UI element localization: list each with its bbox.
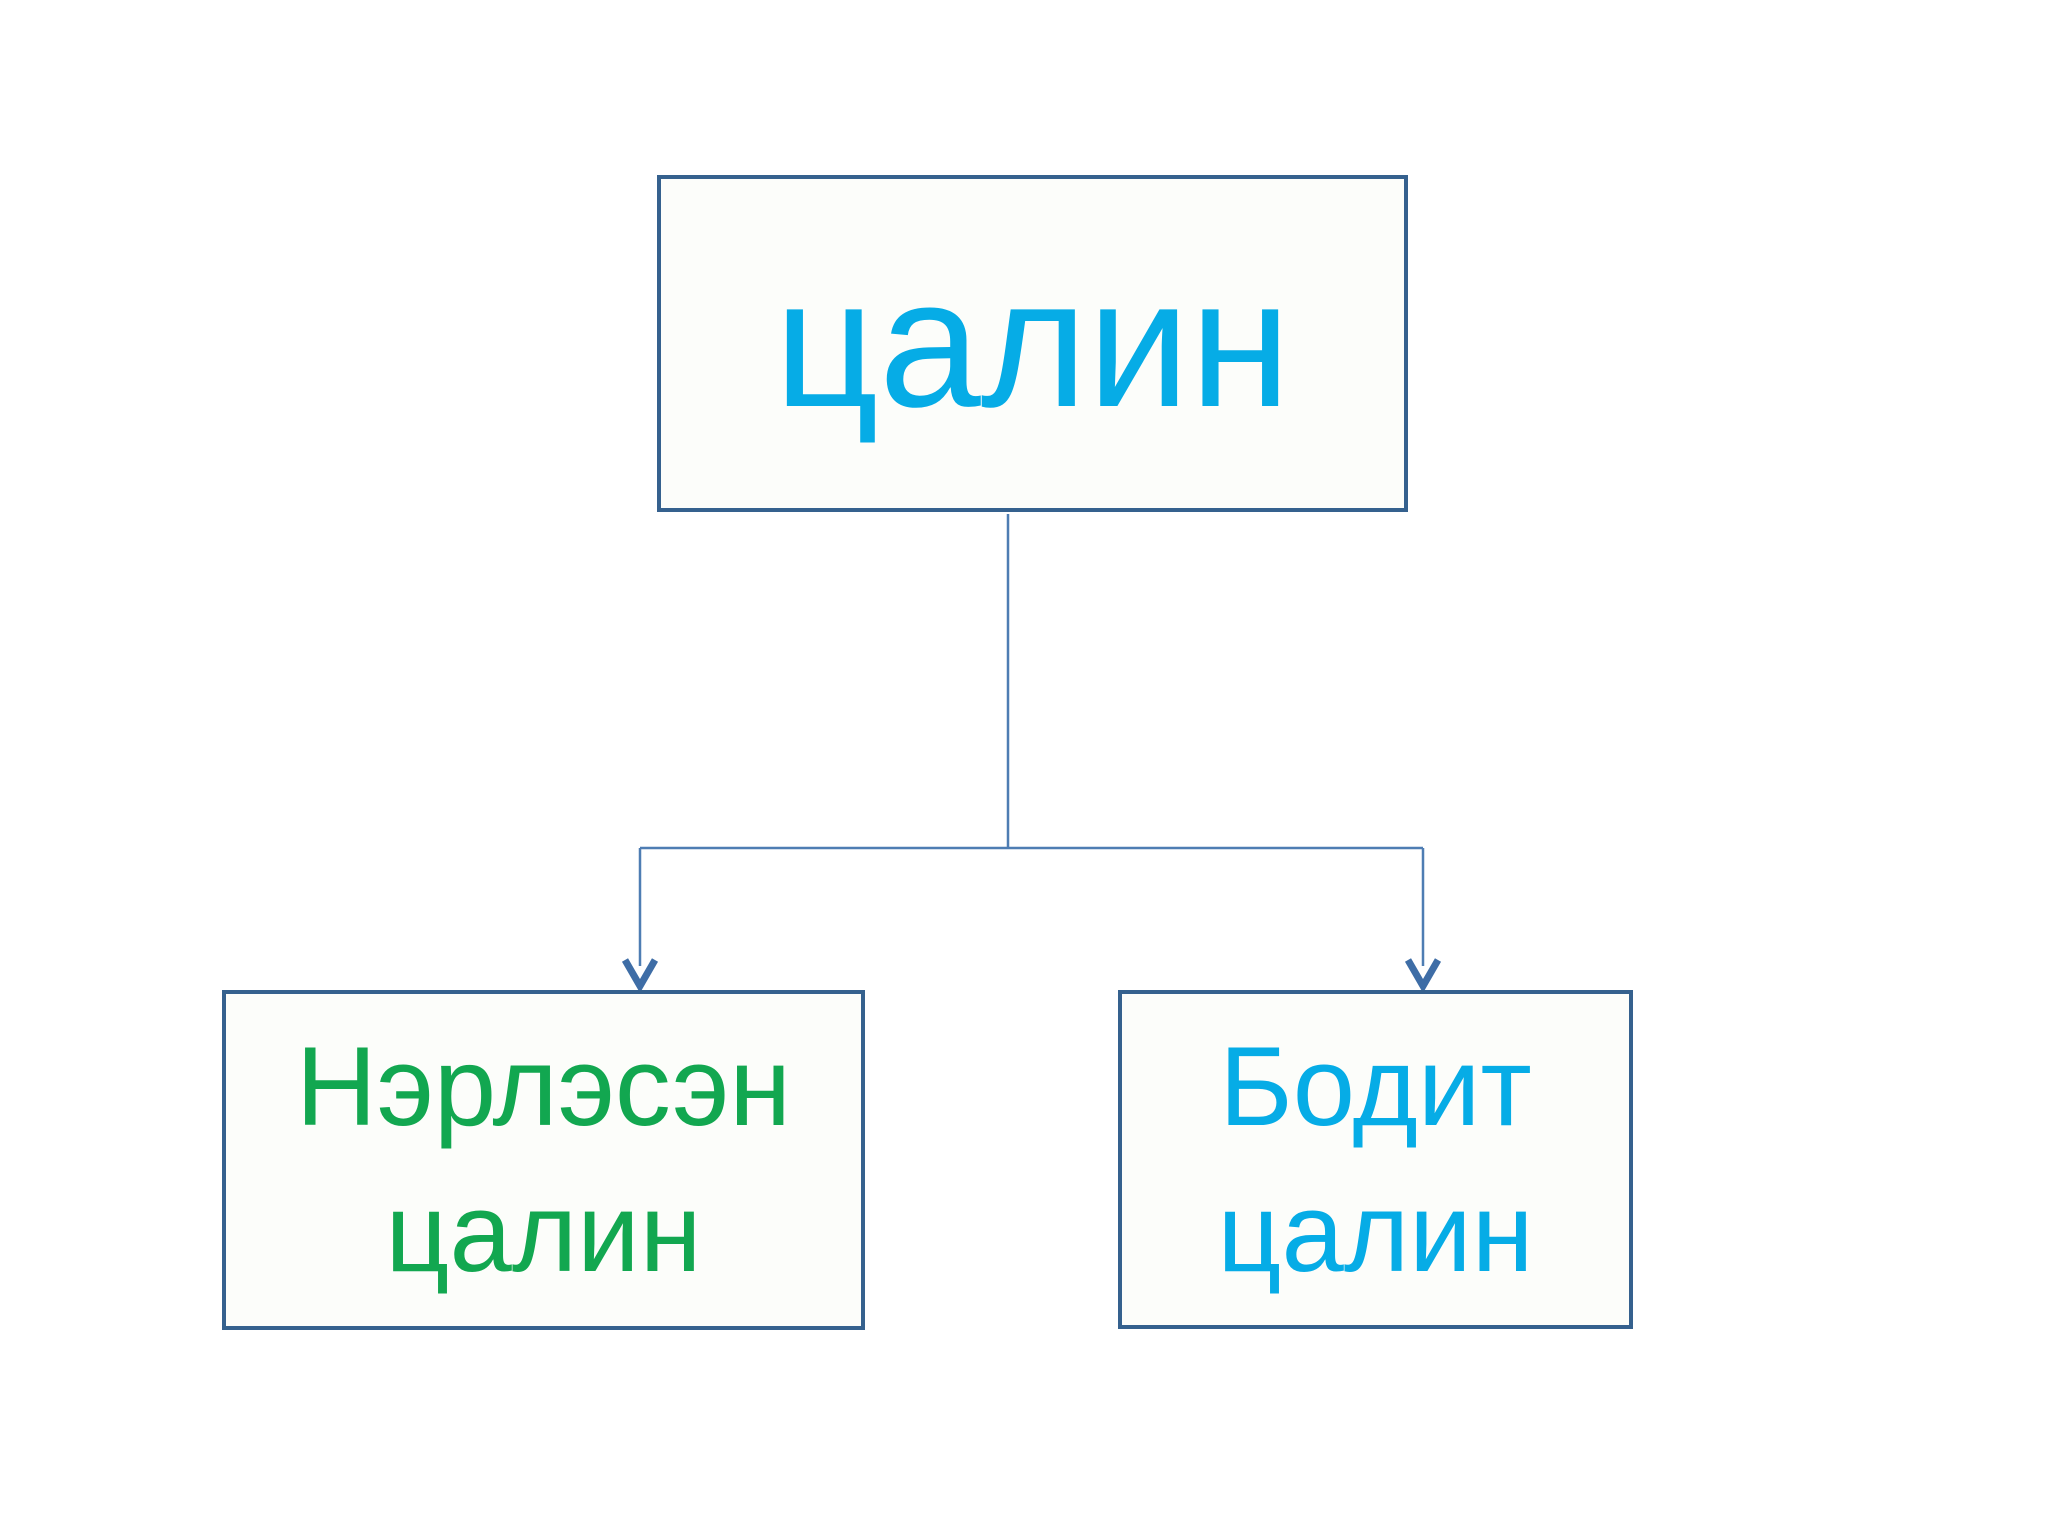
diagram-node-nominal-salary: Нэрлэсэн цалин: [222, 990, 865, 1330]
diagram-node-nominal-salary-label: Нэрлэсэн цалин: [295, 1024, 792, 1295]
diagram-node-real-salary-label: Бодит цалин: [1217, 1023, 1534, 1295]
diagram-node-salary: цалин: [657, 175, 1408, 512]
diagram-node-real-salary: Бодит цалин: [1118, 990, 1633, 1329]
down-arrow-icon-right: [1404, 958, 1442, 994]
down-arrow-icon-left: [621, 958, 659, 994]
diagram-node-salary-label: цалин: [774, 240, 1291, 446]
